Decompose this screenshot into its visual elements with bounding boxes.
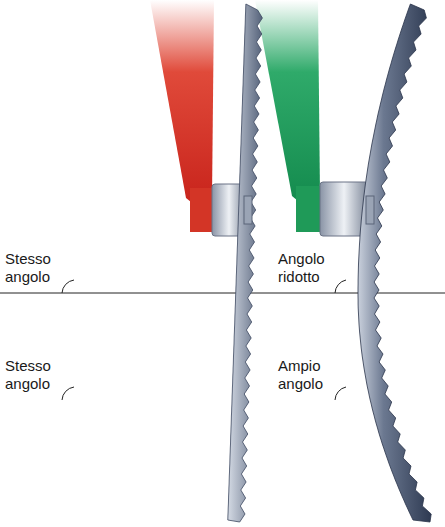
crank-arm xyxy=(150,0,214,206)
reference-line xyxy=(0,293,445,294)
dished-chainring xyxy=(358,4,431,522)
crank-arm xyxy=(255,0,320,206)
angle-label: Angolo ridotto xyxy=(278,250,340,286)
flat-chainring xyxy=(228,4,263,522)
angle-arc xyxy=(62,280,74,293)
angle-label: Stesso angolo xyxy=(5,250,67,286)
angle-arc xyxy=(335,280,346,293)
angle-label: Stesso angolo xyxy=(5,357,67,393)
chainring-bolt xyxy=(244,196,252,224)
angle-arc xyxy=(62,387,74,400)
angle-label: Ampio angolo xyxy=(278,357,340,393)
crank-boss xyxy=(296,186,320,232)
angle-arc xyxy=(335,387,346,400)
crank-boss xyxy=(190,188,212,232)
chainring-bolt xyxy=(366,196,374,224)
